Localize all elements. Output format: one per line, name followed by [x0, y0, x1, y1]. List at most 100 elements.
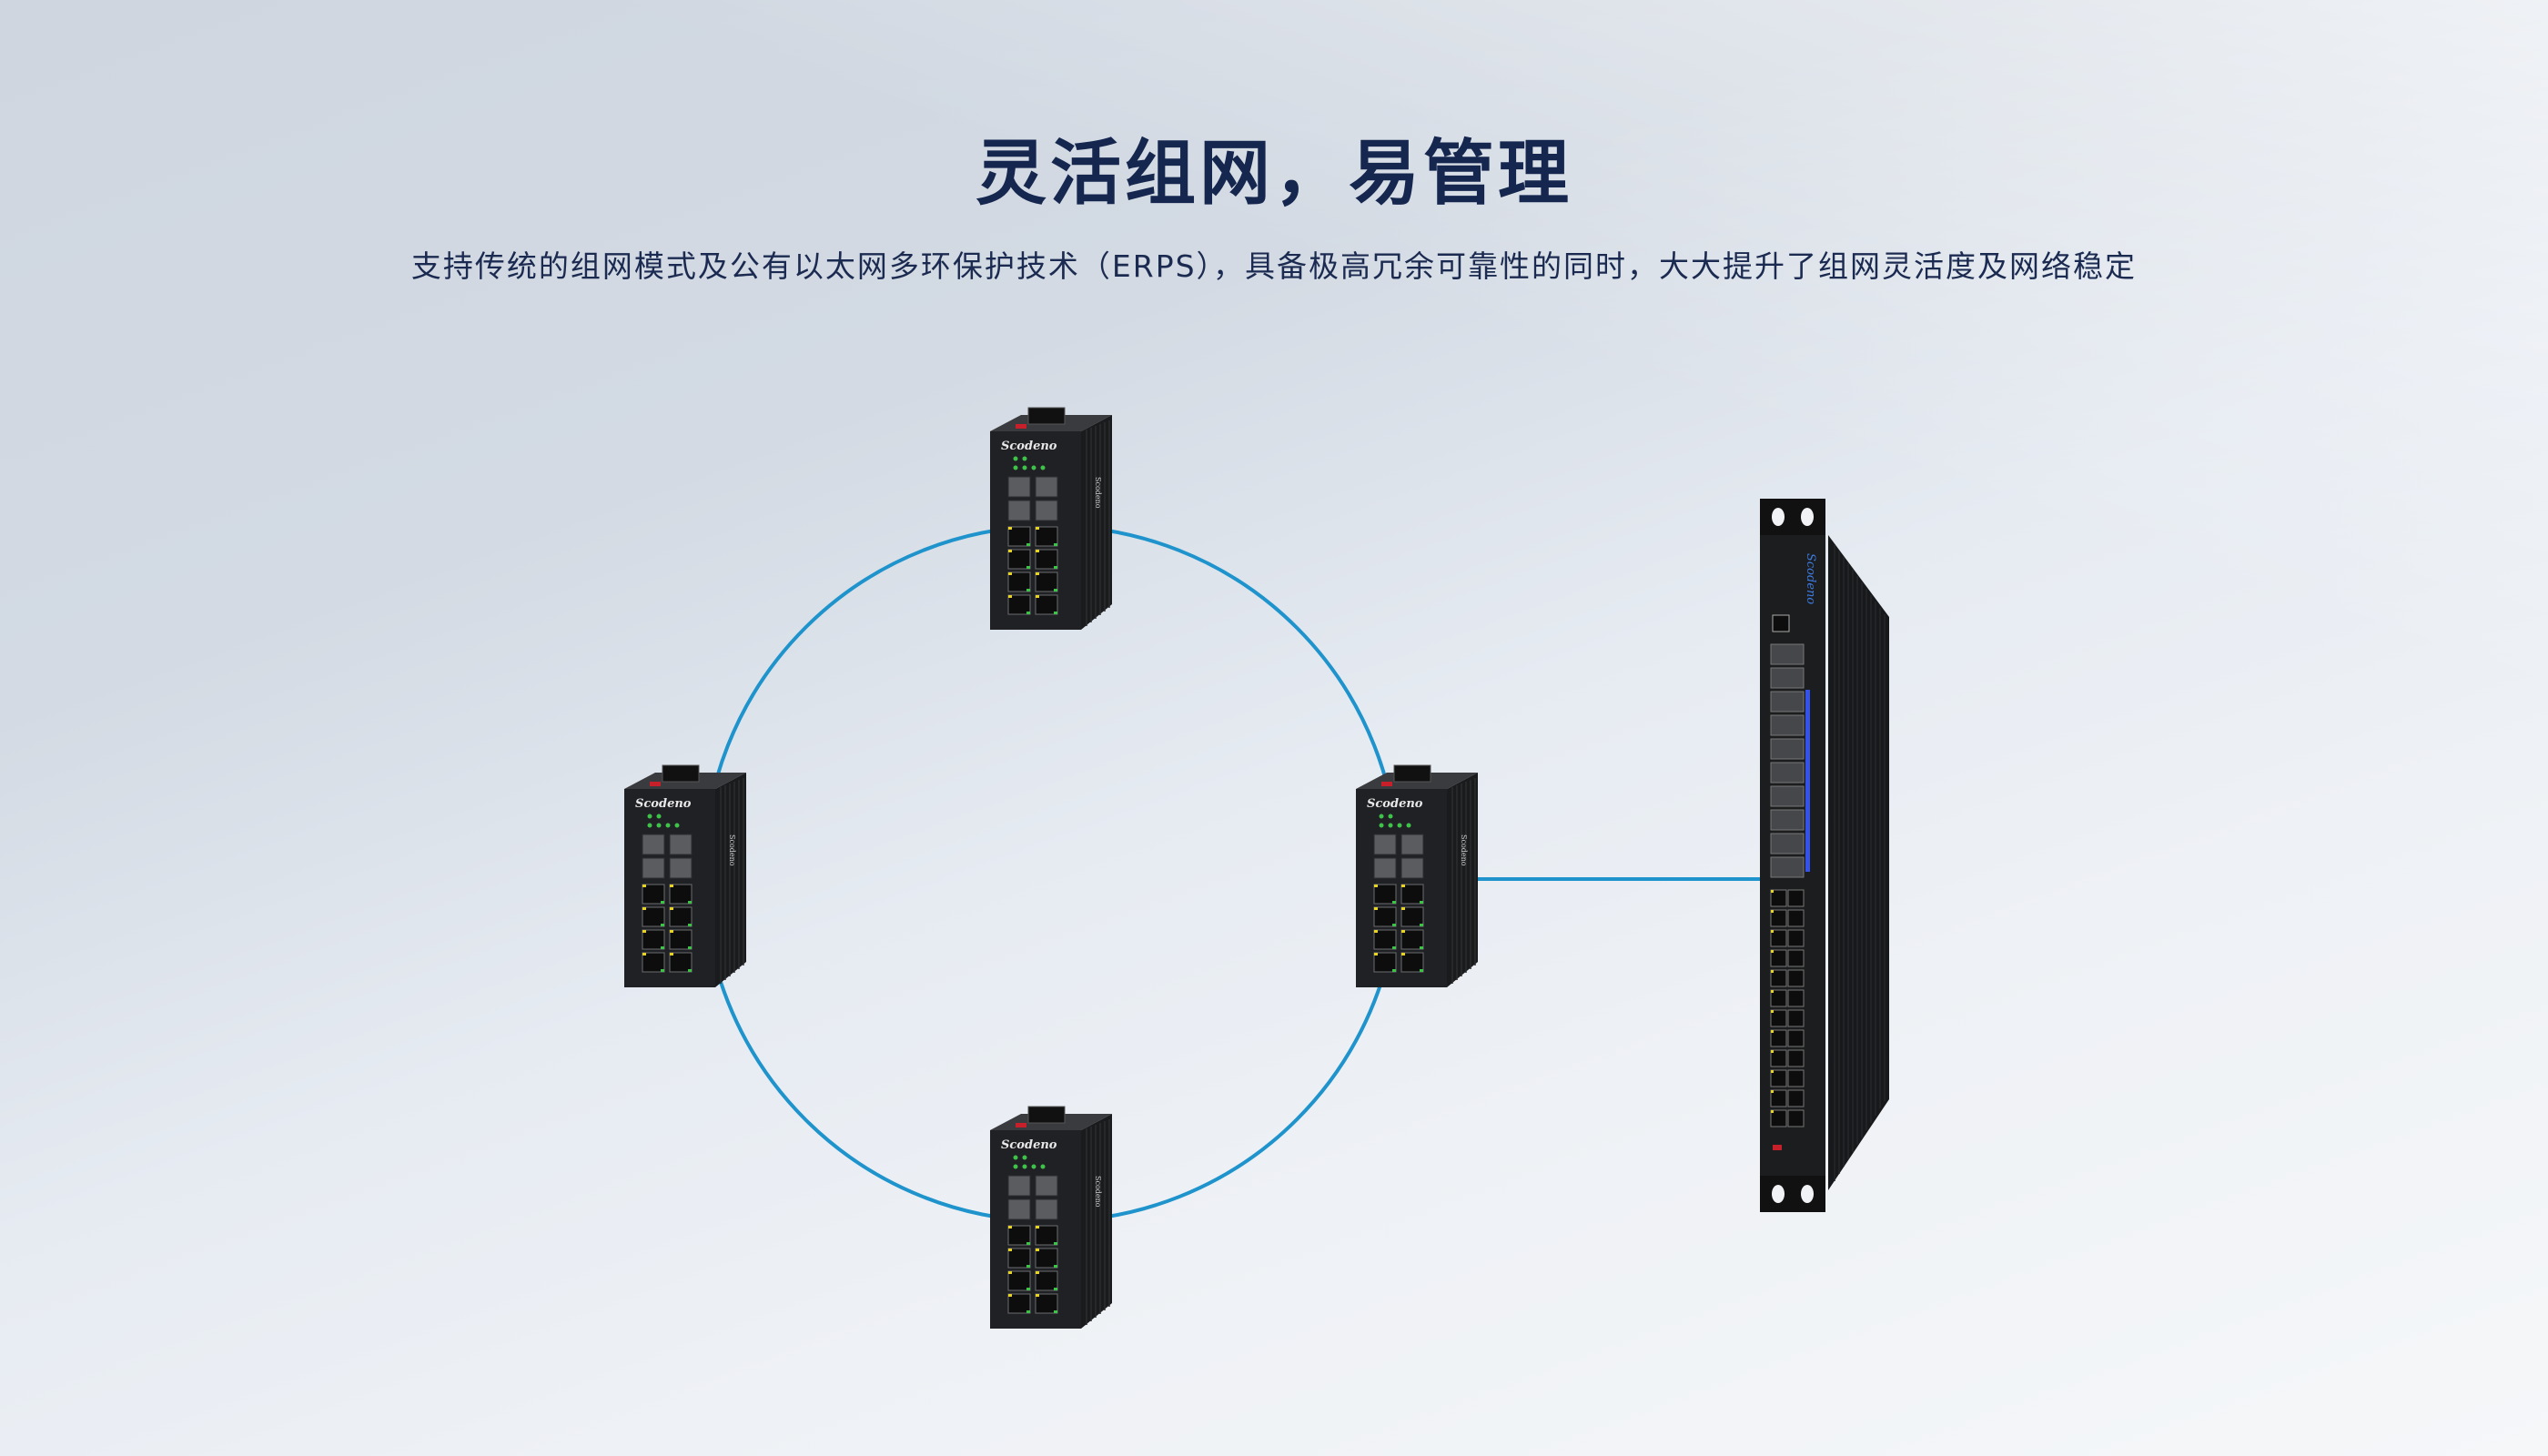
- rj45-port: [1035, 1225, 1058, 1246]
- port-led-icon: [1771, 930, 1774, 933]
- port-led-icon: [1008, 1249, 1012, 1251]
- port-led-icon: [670, 885, 673, 887]
- rj45-port: [1770, 1069, 1787, 1087]
- rj45-port: [1787, 889, 1805, 907]
- port-led-icon: [1771, 1010, 1774, 1013]
- port-led-icon: [661, 924, 664, 926]
- sfp-port: [1373, 857, 1397, 879]
- sfp-port: [1770, 833, 1805, 854]
- status-led-icon: [665, 823, 671, 828]
- rj45-port: [1770, 989, 1787, 1007]
- rj45-port: [1035, 526, 1058, 547]
- rj45-port: [1770, 1049, 1787, 1067]
- status-led-icon: [1040, 465, 1046, 470]
- sfp-port: [1035, 1175, 1058, 1197]
- port-led-icon: [1036, 595, 1039, 598]
- brand-logo: Scodeno: [1001, 440, 1057, 453]
- sfp-port: [1007, 1175, 1031, 1197]
- port-led-icon: [1420, 924, 1423, 926]
- status-led-icon: [1406, 823, 1411, 828]
- side-brand-logo: Scodeno: [1094, 477, 1102, 509]
- port-led-icon: [1771, 910, 1774, 913]
- rack-switch: Scodeno: [1760, 499, 1889, 1212]
- terminal-block: [1027, 1106, 1066, 1124]
- status-led-icon: [1388, 823, 1393, 828]
- port-led-icon: [1008, 527, 1012, 530]
- status-led-icon: [1397, 823, 1402, 828]
- port-led-icon: [1036, 1271, 1039, 1274]
- brand-logo: Scodeno: [1001, 1138, 1057, 1152]
- sfp-port: [1770, 856, 1805, 878]
- rj45-port: [669, 929, 693, 950]
- rack-ear-top: [1760, 499, 1825, 535]
- rj45-port: [1787, 1069, 1805, 1087]
- rj45-port: [1373, 884, 1397, 905]
- sfp-port: [642, 857, 665, 879]
- mount-hole-icon: [1801, 508, 1814, 526]
- status-led-icon: [1022, 456, 1027, 461]
- port-led-icon: [1420, 901, 1423, 904]
- side-brand-logo: Scodeno: [1460, 834, 1468, 866]
- rj45-port: [1787, 1029, 1805, 1047]
- rj45-port: [642, 884, 665, 905]
- port-led-icon: [1401, 885, 1405, 887]
- port-led-icon: [1054, 1288, 1057, 1290]
- port-led-icon: [670, 907, 673, 910]
- port-led-icon: [1026, 566, 1030, 569]
- sfp-port: [1400, 834, 1424, 855]
- dip-switch: [1016, 424, 1026, 429]
- port-led-icon: [1401, 907, 1405, 910]
- port-led-icon: [642, 953, 646, 956]
- rj45-port: [1007, 1248, 1031, 1269]
- rj45-port: [642, 906, 665, 927]
- dip-switch: [650, 782, 661, 786]
- sfp-port: [1770, 809, 1805, 831]
- port-led-icon: [1392, 969, 1396, 972]
- port-led-icon: [688, 901, 692, 904]
- status-led-icon: [1031, 465, 1036, 470]
- rj45-port: [1007, 594, 1031, 615]
- port-led-icon: [1054, 566, 1057, 569]
- dip-switch: [1016, 1123, 1026, 1127]
- port-led-icon: [1054, 1265, 1057, 1268]
- sfp-port: [1007, 476, 1031, 498]
- port-led-icon: [1771, 1030, 1774, 1033]
- mount-hole-icon: [1772, 508, 1785, 526]
- port-led-icon: [1008, 1226, 1012, 1228]
- terminal-block: [1027, 407, 1066, 425]
- port-led-icon: [1392, 946, 1396, 949]
- port-led-icon: [1026, 1288, 1030, 1290]
- rj45-port: [1400, 884, 1424, 905]
- sfp-port: [1035, 476, 1058, 498]
- rj45-port: [1035, 1270, 1058, 1291]
- port-led-icon: [1771, 990, 1774, 993]
- brand-logo: Scodeno: [635, 797, 692, 811]
- rj45-port: [1007, 571, 1031, 592]
- mount-hole-icon: [1801, 1185, 1814, 1203]
- rj45-port: [1373, 929, 1397, 950]
- rj45-port: [1770, 969, 1787, 987]
- switch-side: [1081, 1114, 1112, 1329]
- page-subtitle: 支持传统的组网模式及公有以太网多环保护技术（ERPS），具备极高冗余可靠性的同时…: [410, 248, 2138, 284]
- rj45-port: [669, 952, 693, 973]
- port-led-icon: [1036, 1249, 1039, 1251]
- rj45-port: [1035, 1248, 1058, 1269]
- rj45-port: [1007, 1225, 1031, 1246]
- port-led-icon: [1008, 572, 1012, 575]
- port-led-icon: [1026, 589, 1030, 592]
- side-brand-logo: Scodeno: [728, 834, 736, 866]
- port-led-icon: [1036, 1226, 1039, 1228]
- rj45-port: [642, 952, 665, 973]
- sfp-port: [1770, 714, 1805, 736]
- rj45-port: [1400, 952, 1424, 973]
- sfp-port: [1770, 643, 1805, 665]
- port-led-icon: [688, 969, 692, 972]
- status-led-icon: [1022, 1155, 1027, 1160]
- rj45-port: [1400, 906, 1424, 927]
- sfp-port: [1770, 785, 1805, 807]
- status-led-icon: [656, 814, 662, 819]
- rj45-port: [1373, 952, 1397, 973]
- rj45-port: [669, 906, 693, 927]
